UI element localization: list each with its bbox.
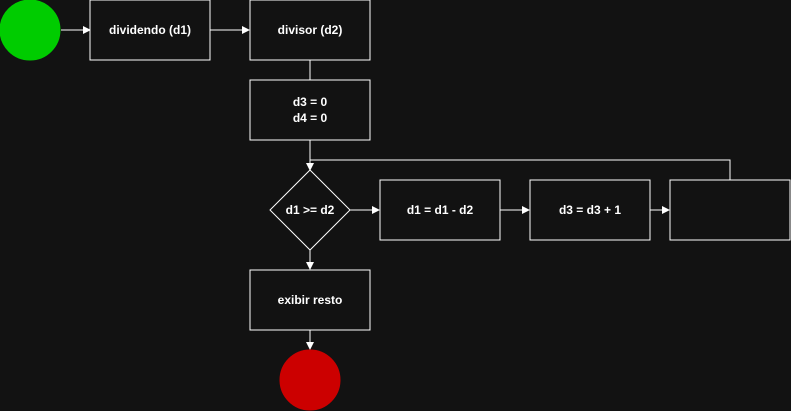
node-divisor-label: divisor (d2) xyxy=(278,23,343,37)
node-init-d4-label: d4 = 0 xyxy=(293,111,328,125)
node-output[interactable]: exibir resto xyxy=(249,269,371,331)
node-dividend[interactable]: dividendo (d1) xyxy=(89,0,211,61)
node-subtract-label: d1 = d1 - d2 xyxy=(407,203,474,217)
start-node[interactable] xyxy=(0,0,61,61)
node-dividend-label: dividendo (d1) xyxy=(109,23,191,37)
end-node[interactable] xyxy=(279,349,341,411)
node-init-d3-label: d3 = 0 xyxy=(293,95,328,109)
node-subtract[interactable]: d1 = d1 - d2 xyxy=(379,179,501,241)
edge-loop-back xyxy=(310,159,731,180)
node-increment[interactable]: d3 = d3 + 1 xyxy=(529,179,651,241)
node-condition-label: d1 >= d2 xyxy=(286,203,335,217)
node-condition[interactable]: d1 >= d2 xyxy=(269,169,351,251)
node-empty-step[interactable] xyxy=(669,179,791,241)
node-increment-label: d3 = d3 + 1 xyxy=(559,203,621,217)
node-divisor[interactable]: divisor (d2) xyxy=(249,0,371,61)
node-output-label: exibir resto xyxy=(278,293,343,307)
node-init[interactable]: d3 = 0 d4 = 0 xyxy=(249,79,371,141)
